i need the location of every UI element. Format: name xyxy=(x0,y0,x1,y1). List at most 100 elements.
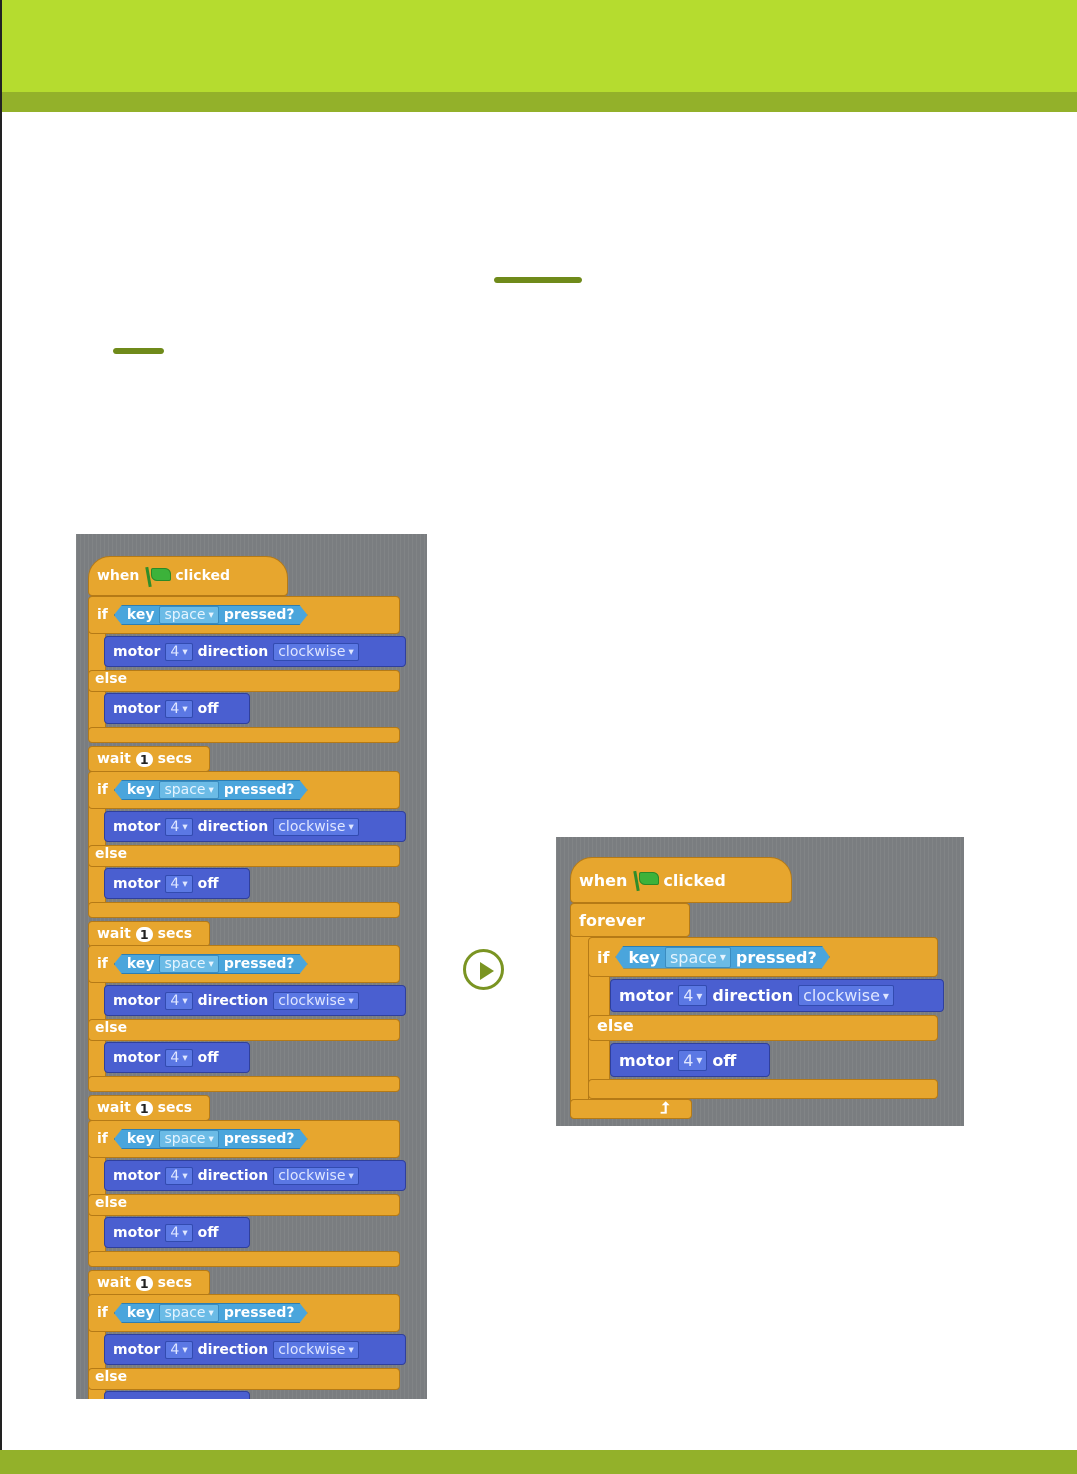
motor-off-block[interactable]: motor4off xyxy=(104,1042,250,1073)
green-flag-icon xyxy=(633,871,660,889)
motor-label: motor xyxy=(113,1167,161,1184)
script-area-forever: whenclickedforeverifkeyspacepressed?moto… xyxy=(556,837,964,1126)
key-dropdown[interactable]: space xyxy=(159,1304,218,1322)
else-label: else xyxy=(95,1195,128,1211)
if-end-bar xyxy=(88,1076,400,1092)
else-label: else xyxy=(597,1016,634,1035)
script-area-long: whenclickedifkeyspacepressed?motor4direc… xyxy=(76,534,427,1399)
if-label: if xyxy=(97,1305,108,1321)
motor-direction-block[interactable]: motor4directionclockwise xyxy=(104,1160,406,1191)
if-block[interactable]: ifkeyspacepressed? xyxy=(588,937,938,977)
wait-seconds-input[interactable]: 1 xyxy=(135,1275,153,1291)
else-label: else xyxy=(95,1369,128,1385)
direction-dropdown[interactable]: clockwise xyxy=(273,991,359,1010)
motor-off-block[interactable]: motor4off xyxy=(104,868,250,899)
key-dropdown[interactable]: space xyxy=(159,955,218,973)
direction-dropdown[interactable]: clockwise xyxy=(273,642,359,661)
if-block[interactable]: if keyspacepressed? xyxy=(88,1294,400,1332)
motor-port-dropdown[interactable]: 4 xyxy=(165,817,193,836)
if-end-bar xyxy=(88,727,400,743)
key-label: key xyxy=(126,956,155,972)
motor-port-dropdown[interactable]: 4 xyxy=(165,1166,193,1185)
motor-direction-block[interactable]: motor4directionclockwise xyxy=(104,636,406,667)
key-dropdown[interactable]: space xyxy=(665,947,731,968)
direction-label: direction xyxy=(197,643,269,660)
direction-dropdown[interactable]: clockwise xyxy=(273,1166,359,1185)
direction-dropdown[interactable]: clockwise xyxy=(273,1340,359,1359)
direction-label: direction xyxy=(197,818,269,835)
heading-underline xyxy=(494,277,582,283)
motor-label: motor xyxy=(619,1050,674,1070)
motor-port-dropdown[interactable]: 4 xyxy=(165,1223,193,1242)
if-block[interactable]: ifkeyspacepressed? xyxy=(88,771,400,809)
forever-end-bar xyxy=(570,1099,692,1119)
wait-seconds-input[interactable]: 1 xyxy=(135,751,153,767)
if-label: if xyxy=(97,1131,108,1147)
else-label: else xyxy=(95,671,128,687)
wait-seconds-input[interactable]: 1 xyxy=(135,926,153,942)
motor-port-dropdown[interactable]: 4 xyxy=(165,1340,193,1359)
direction-dropdown[interactable]: clockwise xyxy=(273,817,359,836)
else-block[interactable]: else xyxy=(88,670,400,692)
if-block[interactable]: ifkeyspacepressed? xyxy=(88,596,400,634)
forever-block[interactable]: forever xyxy=(570,903,690,937)
pressed-label: pressed? xyxy=(223,782,295,798)
if-block[interactable]: if keyspacepressed? xyxy=(88,945,400,983)
wait-label: wait xyxy=(97,926,131,942)
motor-label: motor xyxy=(113,700,161,717)
motor-direction-block[interactable]: motor4directionclockwise xyxy=(104,811,406,842)
motor-direction-block[interactable]: motor4directionclockwise xyxy=(610,979,944,1012)
motor-direction-block[interactable]: motor4directionclockwise xyxy=(104,985,406,1016)
key-pressed-reporter[interactable]: keyspacepressed? xyxy=(114,954,308,974)
motor-port-dropdown[interactable]: 4 xyxy=(165,874,193,893)
play-icon xyxy=(480,962,494,980)
if-label: if xyxy=(597,947,610,967)
motor-port-dropdown[interactable]: 4 xyxy=(165,1048,193,1067)
else-block[interactable]: else xyxy=(88,845,400,867)
footer-bar xyxy=(0,1450,1077,1474)
direction-label: direction xyxy=(712,986,794,1005)
motor-port-dropdown[interactable]: 4 xyxy=(165,991,193,1010)
key-pressed-reporter[interactable]: keyspacepressed? xyxy=(114,605,308,625)
direction-dropdown[interactable]: clockwise xyxy=(798,985,894,1006)
motor-off-block[interactable]: motor4off xyxy=(104,1217,250,1248)
motor-port-dropdown[interactable]: 4 xyxy=(678,985,708,1006)
key-dropdown[interactable]: space xyxy=(159,1130,218,1148)
motor-off-block[interactable]: motor4off xyxy=(104,693,250,724)
wait-seconds-input[interactable]: 1 xyxy=(135,1100,153,1116)
if-end-bar xyxy=(88,1251,400,1267)
key-pressed-reporter[interactable]: keyspacepressed? xyxy=(615,946,829,969)
key-pressed-reporter[interactable]: keyspacepressed? xyxy=(114,1129,308,1149)
loop-arrow-icon: ⮥ xyxy=(660,1098,670,1117)
key-dropdown[interactable]: space xyxy=(159,781,218,799)
else-block[interactable]: else xyxy=(88,1019,400,1041)
motor-port-dropdown[interactable]: 4 xyxy=(165,699,193,718)
else-block[interactable]: else xyxy=(88,1194,400,1216)
key-pressed-reporter[interactable]: keyspacepressed? xyxy=(114,780,308,800)
motor-direction-block[interactable]: motor4directionclockwise xyxy=(104,1334,406,1365)
motor-off-block[interactable]: motor4off xyxy=(610,1043,770,1077)
play-button[interactable] xyxy=(463,949,504,990)
header-bar xyxy=(0,0,1077,92)
motor-label: motor xyxy=(113,992,161,1009)
else-block[interactable]: else xyxy=(88,1368,400,1390)
else-label: else xyxy=(95,846,128,862)
key-dropdown[interactable]: space xyxy=(159,606,218,624)
off-label: off xyxy=(197,1049,219,1066)
direction-label: direction xyxy=(197,1341,269,1358)
motor-port-dropdown[interactable]: 4 xyxy=(678,1049,708,1071)
direction-label: direction xyxy=(197,992,269,1009)
key-label: key xyxy=(126,1305,155,1321)
motor-port-dropdown[interactable]: 4 xyxy=(165,642,193,661)
if-label: if xyxy=(97,956,108,972)
key-pressed-reporter[interactable]: keyspacepressed? xyxy=(114,1303,308,1323)
off-label: off xyxy=(197,1224,219,1241)
else-block[interactable]: else xyxy=(588,1015,938,1041)
if-block[interactable]: if keyspacepressed? xyxy=(88,1120,400,1158)
